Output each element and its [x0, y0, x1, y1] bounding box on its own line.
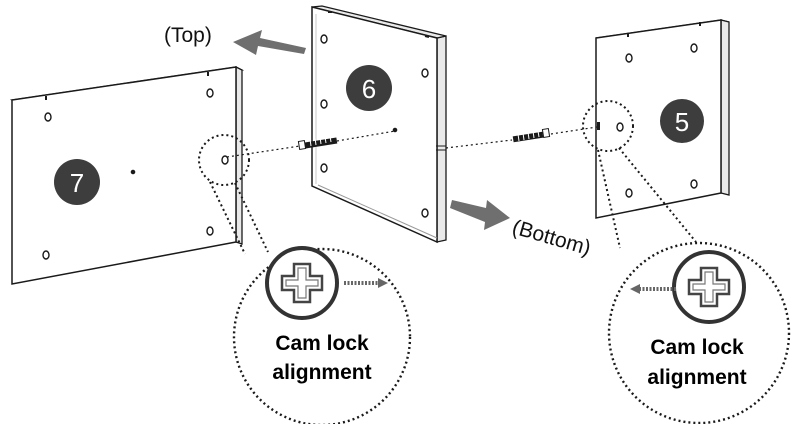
callout-line-2: alignment [272, 361, 371, 384]
alignment-line [226, 126, 598, 158]
bottom-label: (Bottom) [510, 216, 594, 260]
callout-line-1: Cam lock [650, 336, 744, 359]
callout-line-2: alignment [647, 366, 746, 389]
panel-number: 6 [362, 74, 376, 104]
callout-left: Cam lock alignment [198, 134, 412, 424]
cam-lock-icon [672, 250, 746, 324]
panel-number: 5 [675, 107, 689, 137]
direction-arrow-icon [630, 284, 676, 294]
hole-icon [616, 43, 698, 198]
panel-number: 7 [70, 168, 84, 198]
dowel-icon [512, 128, 551, 143]
cam-lock-icon [265, 246, 339, 320]
panel-6 [311, 5, 447, 244]
hole-icon [42, 88, 229, 260]
dowel-icon [297, 135, 338, 150]
callout-right: Cam lock alignment [582, 100, 791, 424]
callout-line-1: Cam lock [275, 332, 369, 355]
panel-7 [9, 65, 245, 285]
panel-number-badge: 5 [660, 99, 704, 143]
direction-arrow-icon [344, 278, 388, 288]
hole-icon [320, 34, 429, 218]
panel-number-badge: 7 [54, 159, 100, 205]
panel-5 [595, 19, 730, 219]
top-arrow-icon [233, 30, 306, 55]
top-label: (Top) [164, 24, 212, 47]
bottom-arrow-icon [450, 200, 510, 230]
panel-number-badge: 6 [346, 65, 392, 111]
